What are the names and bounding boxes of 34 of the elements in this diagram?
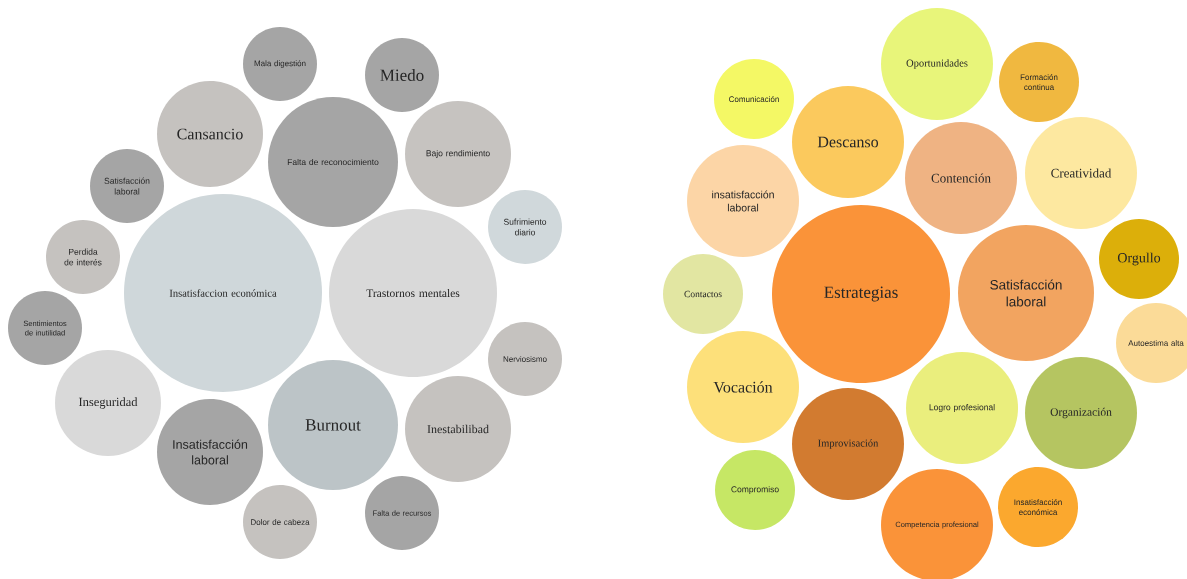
- bubble: Improvisación: [792, 388, 904, 500]
- bubble: Comunicación: [714, 59, 794, 139]
- bubble: Estrategias: [772, 205, 950, 383]
- bubble: Orgullo: [1099, 219, 1179, 299]
- bubble: Logro profesional: [906, 352, 1018, 464]
- bubble: Dolor de cabeza: [243, 485, 317, 559]
- bubble: Autoestima alta: [1116, 303, 1187, 383]
- bubble: Oportunidades: [881, 8, 993, 120]
- bubble: Nerviosismo: [488, 322, 562, 396]
- bubble: Insatisfaccion económica: [124, 194, 322, 392]
- bubble: Inestabilibad: [405, 376, 511, 482]
- bubble: Sufrimiento diario: [488, 190, 562, 264]
- bubble: Perdida de interés: [46, 220, 120, 294]
- bubble: Inseguridad: [55, 350, 161, 456]
- bubble: Miedo: [365, 38, 439, 112]
- bubble: Contención: [905, 122, 1017, 234]
- bubble: Mala digestión: [243, 27, 317, 101]
- bubble: Satisfacción laboral: [90, 149, 164, 223]
- bubble: Formación continua: [999, 42, 1079, 122]
- bubble: Burnout: [268, 360, 398, 490]
- bubble: Organización: [1025, 357, 1137, 469]
- bubble: Trastornos mentales: [329, 209, 497, 377]
- bubble: Creatividad: [1025, 117, 1137, 229]
- bubble: Insatisfacción laboral: [157, 399, 263, 505]
- bubble: Descanso: [792, 86, 904, 198]
- bubble: Compromiso: [715, 450, 795, 530]
- bubble: Vocación: [687, 331, 799, 443]
- bubble: Falta de reconocimiento: [268, 97, 398, 227]
- bubble: Satisfacción laboral: [958, 225, 1094, 361]
- bubble: Insatisfacción económica: [998, 467, 1078, 547]
- bubble: Cansancio: [157, 81, 263, 187]
- bubble: Bajo rendimiento: [405, 101, 511, 207]
- bubble: insatisfacción laboral: [687, 145, 799, 257]
- bubble: Contactos: [663, 254, 743, 334]
